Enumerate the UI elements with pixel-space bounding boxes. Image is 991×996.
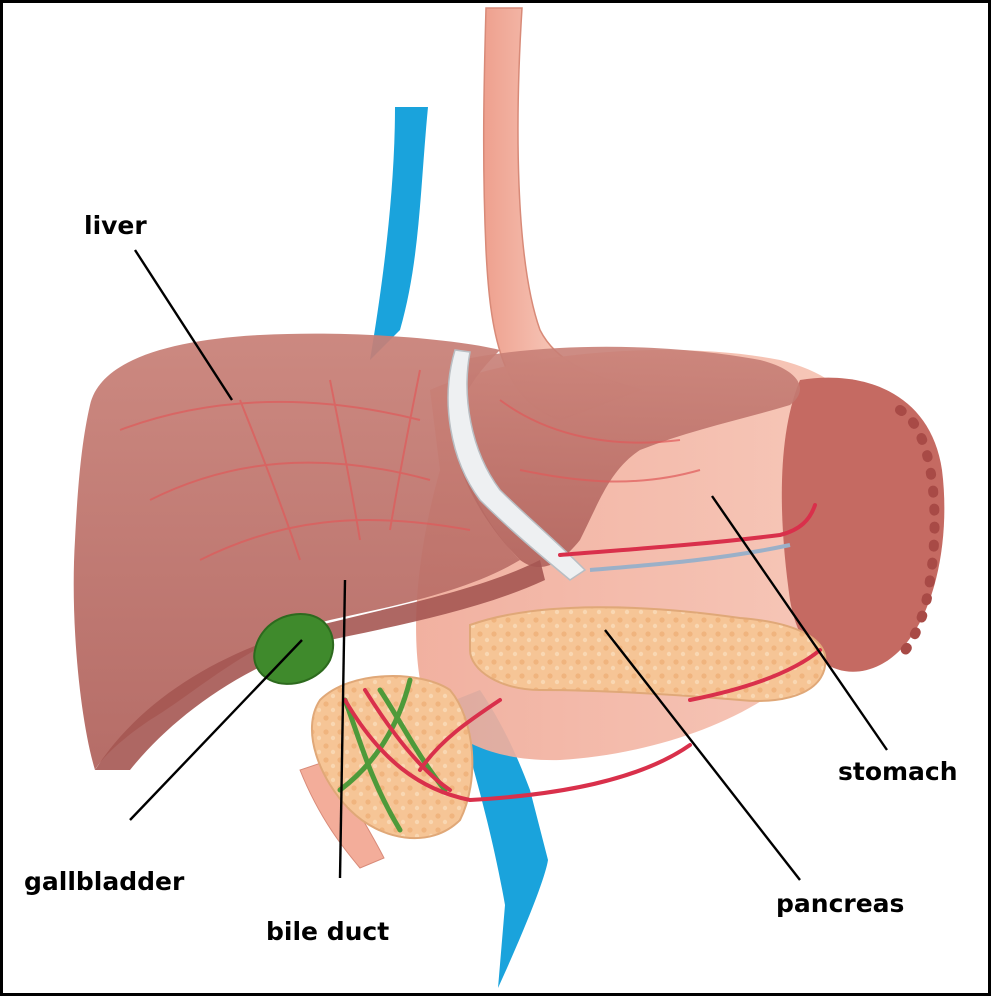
label-gallbladder: gallbladder [24, 867, 185, 896]
label-stomach: stomach [838, 757, 958, 786]
label-pancreas: pancreas [776, 889, 904, 918]
label-liver: liver [84, 211, 147, 240]
label-bile-duct: bile duct [266, 917, 389, 946]
vena-cava-upper [370, 107, 428, 360]
stomach-fundus [782, 378, 945, 672]
